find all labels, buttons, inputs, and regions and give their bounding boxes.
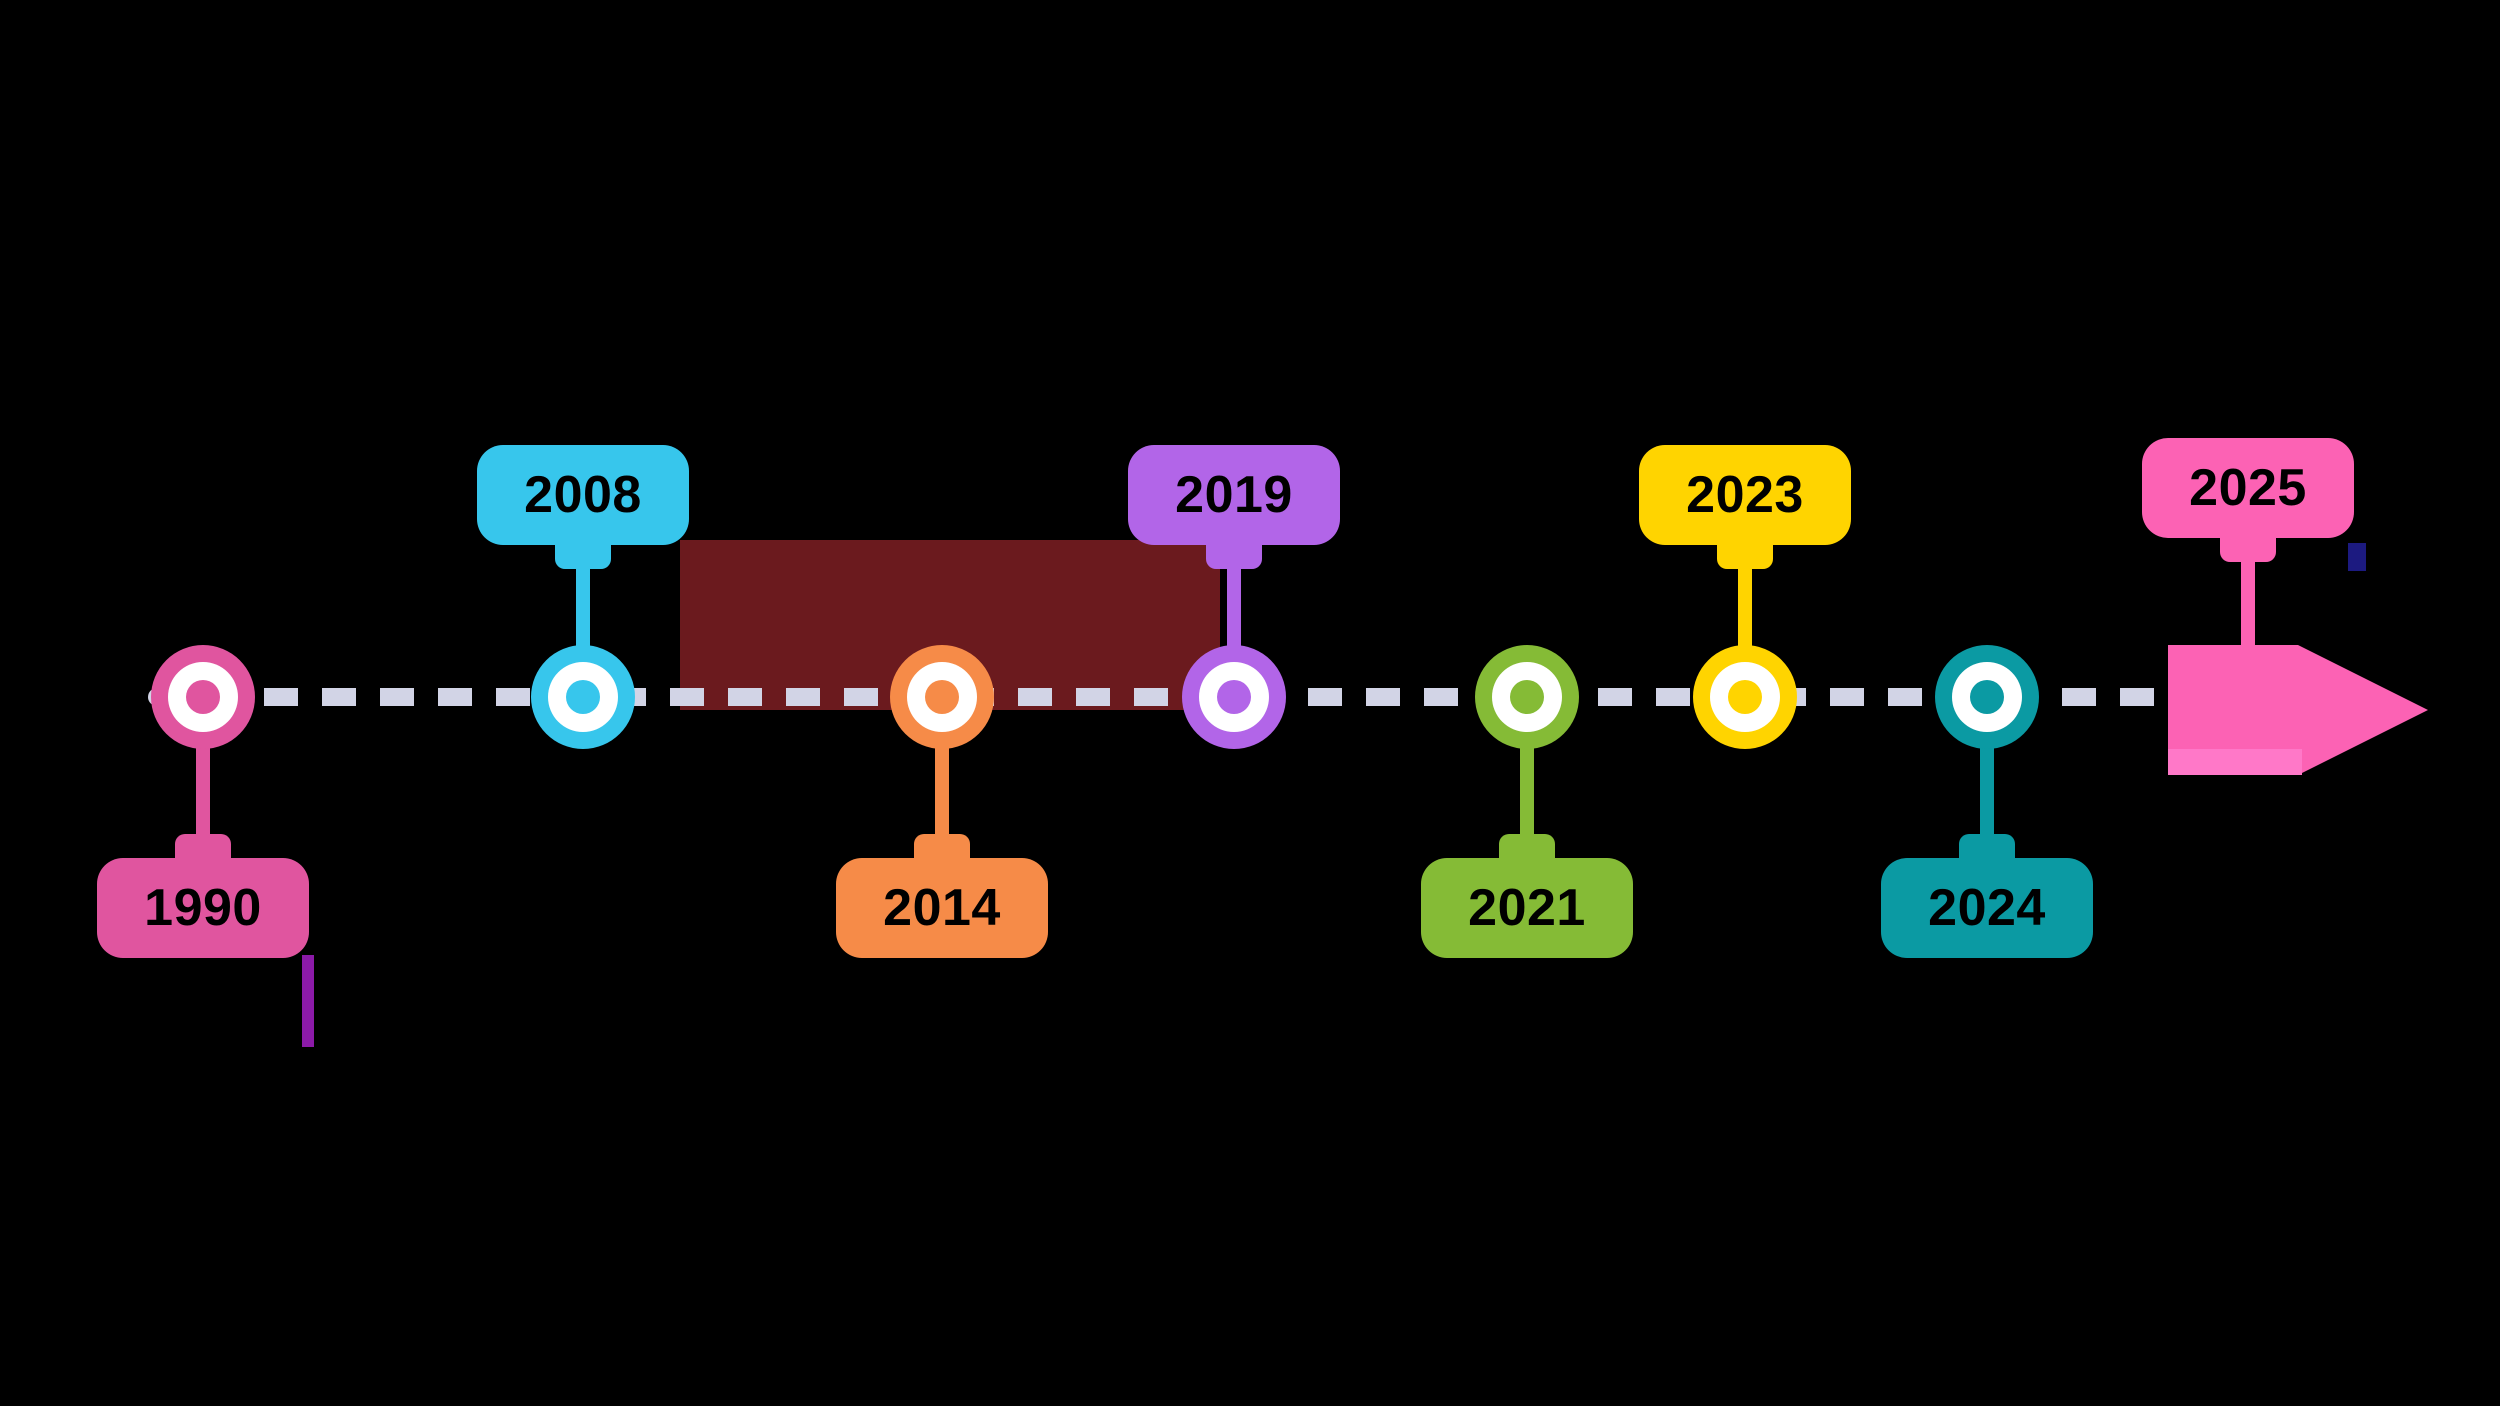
milestone-2024-node-core <box>1970 680 2004 714</box>
milestone-2008-node-ring <box>548 662 618 732</box>
milestone-2021-node-ring <box>1492 662 1562 732</box>
timeline-end-arrow-shape <box>2168 645 2428 775</box>
milestone-2024-node-icon[interactable] <box>1935 645 2039 749</box>
milestone-2008-connector <box>576 541 590 655</box>
milestone-2025-connector <box>2241 560 2255 651</box>
milestone-2014-label-pill[interactable]: 2014 <box>836 858 1048 958</box>
milestone-2023-label-pill[interactable]: 2023 <box>1639 445 1851 545</box>
milestone-2019-label-pill[interactable]: 2019 <box>1128 445 1340 545</box>
milestone-2021-label-pill[interactable]: 2021 <box>1421 858 1633 958</box>
milestone-2008-node-icon[interactable] <box>531 645 635 749</box>
milestone-2014-node-ring <box>907 662 977 732</box>
milestone-2023-node-ring <box>1710 662 1780 732</box>
milestone-2014-connector <box>935 739 949 862</box>
milestone-2024-label-pill[interactable]: 2024 <box>1881 858 2093 958</box>
milestone-2014-node-core <box>925 680 959 714</box>
milestone-2024-label: 2024 <box>1928 879 2046 937</box>
milestone-2014-node-icon[interactable] <box>890 645 994 749</box>
milestone-1990-node-core <box>186 680 220 714</box>
milestone-2019-node-core <box>1217 680 1251 714</box>
milestone-2021-node-core <box>1510 680 1544 714</box>
timeline-rail <box>148 688 2180 706</box>
milestone-2021-connector <box>1520 739 1534 862</box>
milestone-1990-label-pill[interactable]: 1990 <box>97 858 309 958</box>
navy-chip <box>2348 543 2366 571</box>
milestone-2008-node-core <box>566 680 600 714</box>
milestone-1990-node-ring <box>168 662 238 732</box>
milestone-2023-node-core <box>1728 680 1762 714</box>
violet-sliver <box>302 955 314 1047</box>
timeline-end-arrow-icon <box>2168 645 2428 775</box>
milestone-2024-connector <box>1980 739 1994 862</box>
milestone-1990-connector <box>196 739 210 862</box>
milestone-2008-label: 2008 <box>524 466 642 524</box>
milestone-2021-label: 2021 <box>1468 879 1586 937</box>
milestone-2014-label: 2014 <box>883 879 1001 937</box>
milestone-1990-label: 1990 <box>144 879 262 937</box>
milestone-2008-label-pill[interactable]: 2008 <box>477 445 689 545</box>
milestone-2019-node-ring <box>1199 662 1269 732</box>
milestone-2019-connector <box>1227 541 1241 655</box>
milestone-2023-label: 2023 <box>1686 466 1804 524</box>
milestone-2021-node-icon[interactable] <box>1475 645 1579 749</box>
milestone-2025-label-pill[interactable]: 2025 <box>2142 438 2354 538</box>
milestone-2023-node-icon[interactable] <box>1693 645 1797 749</box>
milestone-2023-connector <box>1738 541 1752 655</box>
milestone-2024-node-ring <box>1952 662 2022 732</box>
milestone-2019-node-icon[interactable] <box>1182 645 1286 749</box>
milestone-2025-label: 2025 <box>2189 459 2307 517</box>
milestone-2019-label: 2019 <box>1175 466 1293 524</box>
milestone-1990-node-icon[interactable] <box>151 645 255 749</box>
